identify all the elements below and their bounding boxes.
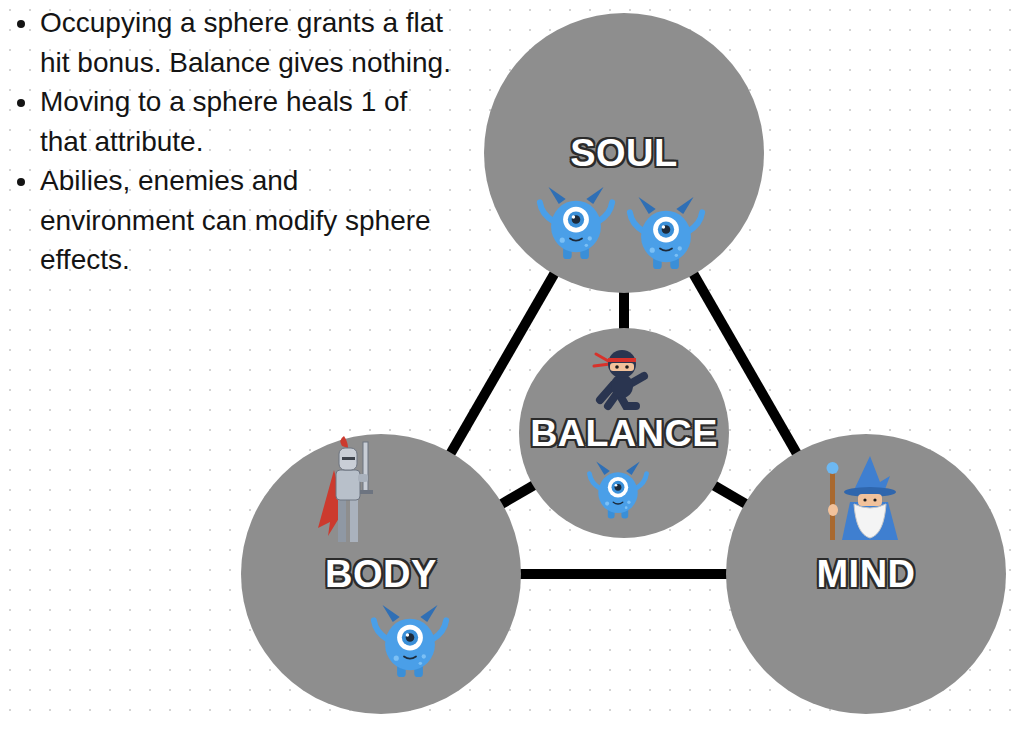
soul-sphere: SOUL bbox=[484, 13, 764, 293]
monster-icon bbox=[630, 197, 702, 269]
sphere-label: MIND bbox=[816, 553, 915, 596]
knight-icon bbox=[318, 436, 373, 542]
note-text: Occupying a sphere grants a flat hit bon… bbox=[40, 3, 452, 82]
connector-line bbox=[713, 485, 747, 505]
note-text: Moving to a sphere heals 1 of that attri… bbox=[40, 82, 452, 161]
connector-line bbox=[619, 291, 629, 330]
note-text: Abilies, enemies and environment can mod… bbox=[40, 161, 452, 280]
wizard-icon bbox=[827, 456, 899, 540]
sphere-fill bbox=[241, 434, 521, 714]
balance-sphere: BALANCE bbox=[519, 328, 729, 538]
sphere-fill bbox=[519, 328, 729, 538]
monster-icon bbox=[374, 605, 446, 677]
monster-icon bbox=[540, 187, 612, 259]
sphere-fill bbox=[726, 434, 1006, 714]
sphere-label: SOUL bbox=[570, 132, 678, 175]
mind-sphere: MIND bbox=[726, 434, 1006, 714]
sphere-label: BODY bbox=[325, 553, 437, 596]
sphere-fill bbox=[484, 13, 764, 293]
body-sphere: BODY bbox=[241, 434, 521, 714]
notes-list: Occupying a sphere grants a flat hit bon… bbox=[0, 3, 452, 280]
connector-line bbox=[500, 485, 535, 505]
ninja-icon bbox=[594, 350, 644, 406]
sphere-label: BALANCE bbox=[530, 412, 718, 455]
monster-icon bbox=[589, 461, 646, 518]
connector-line bbox=[519, 569, 728, 579]
